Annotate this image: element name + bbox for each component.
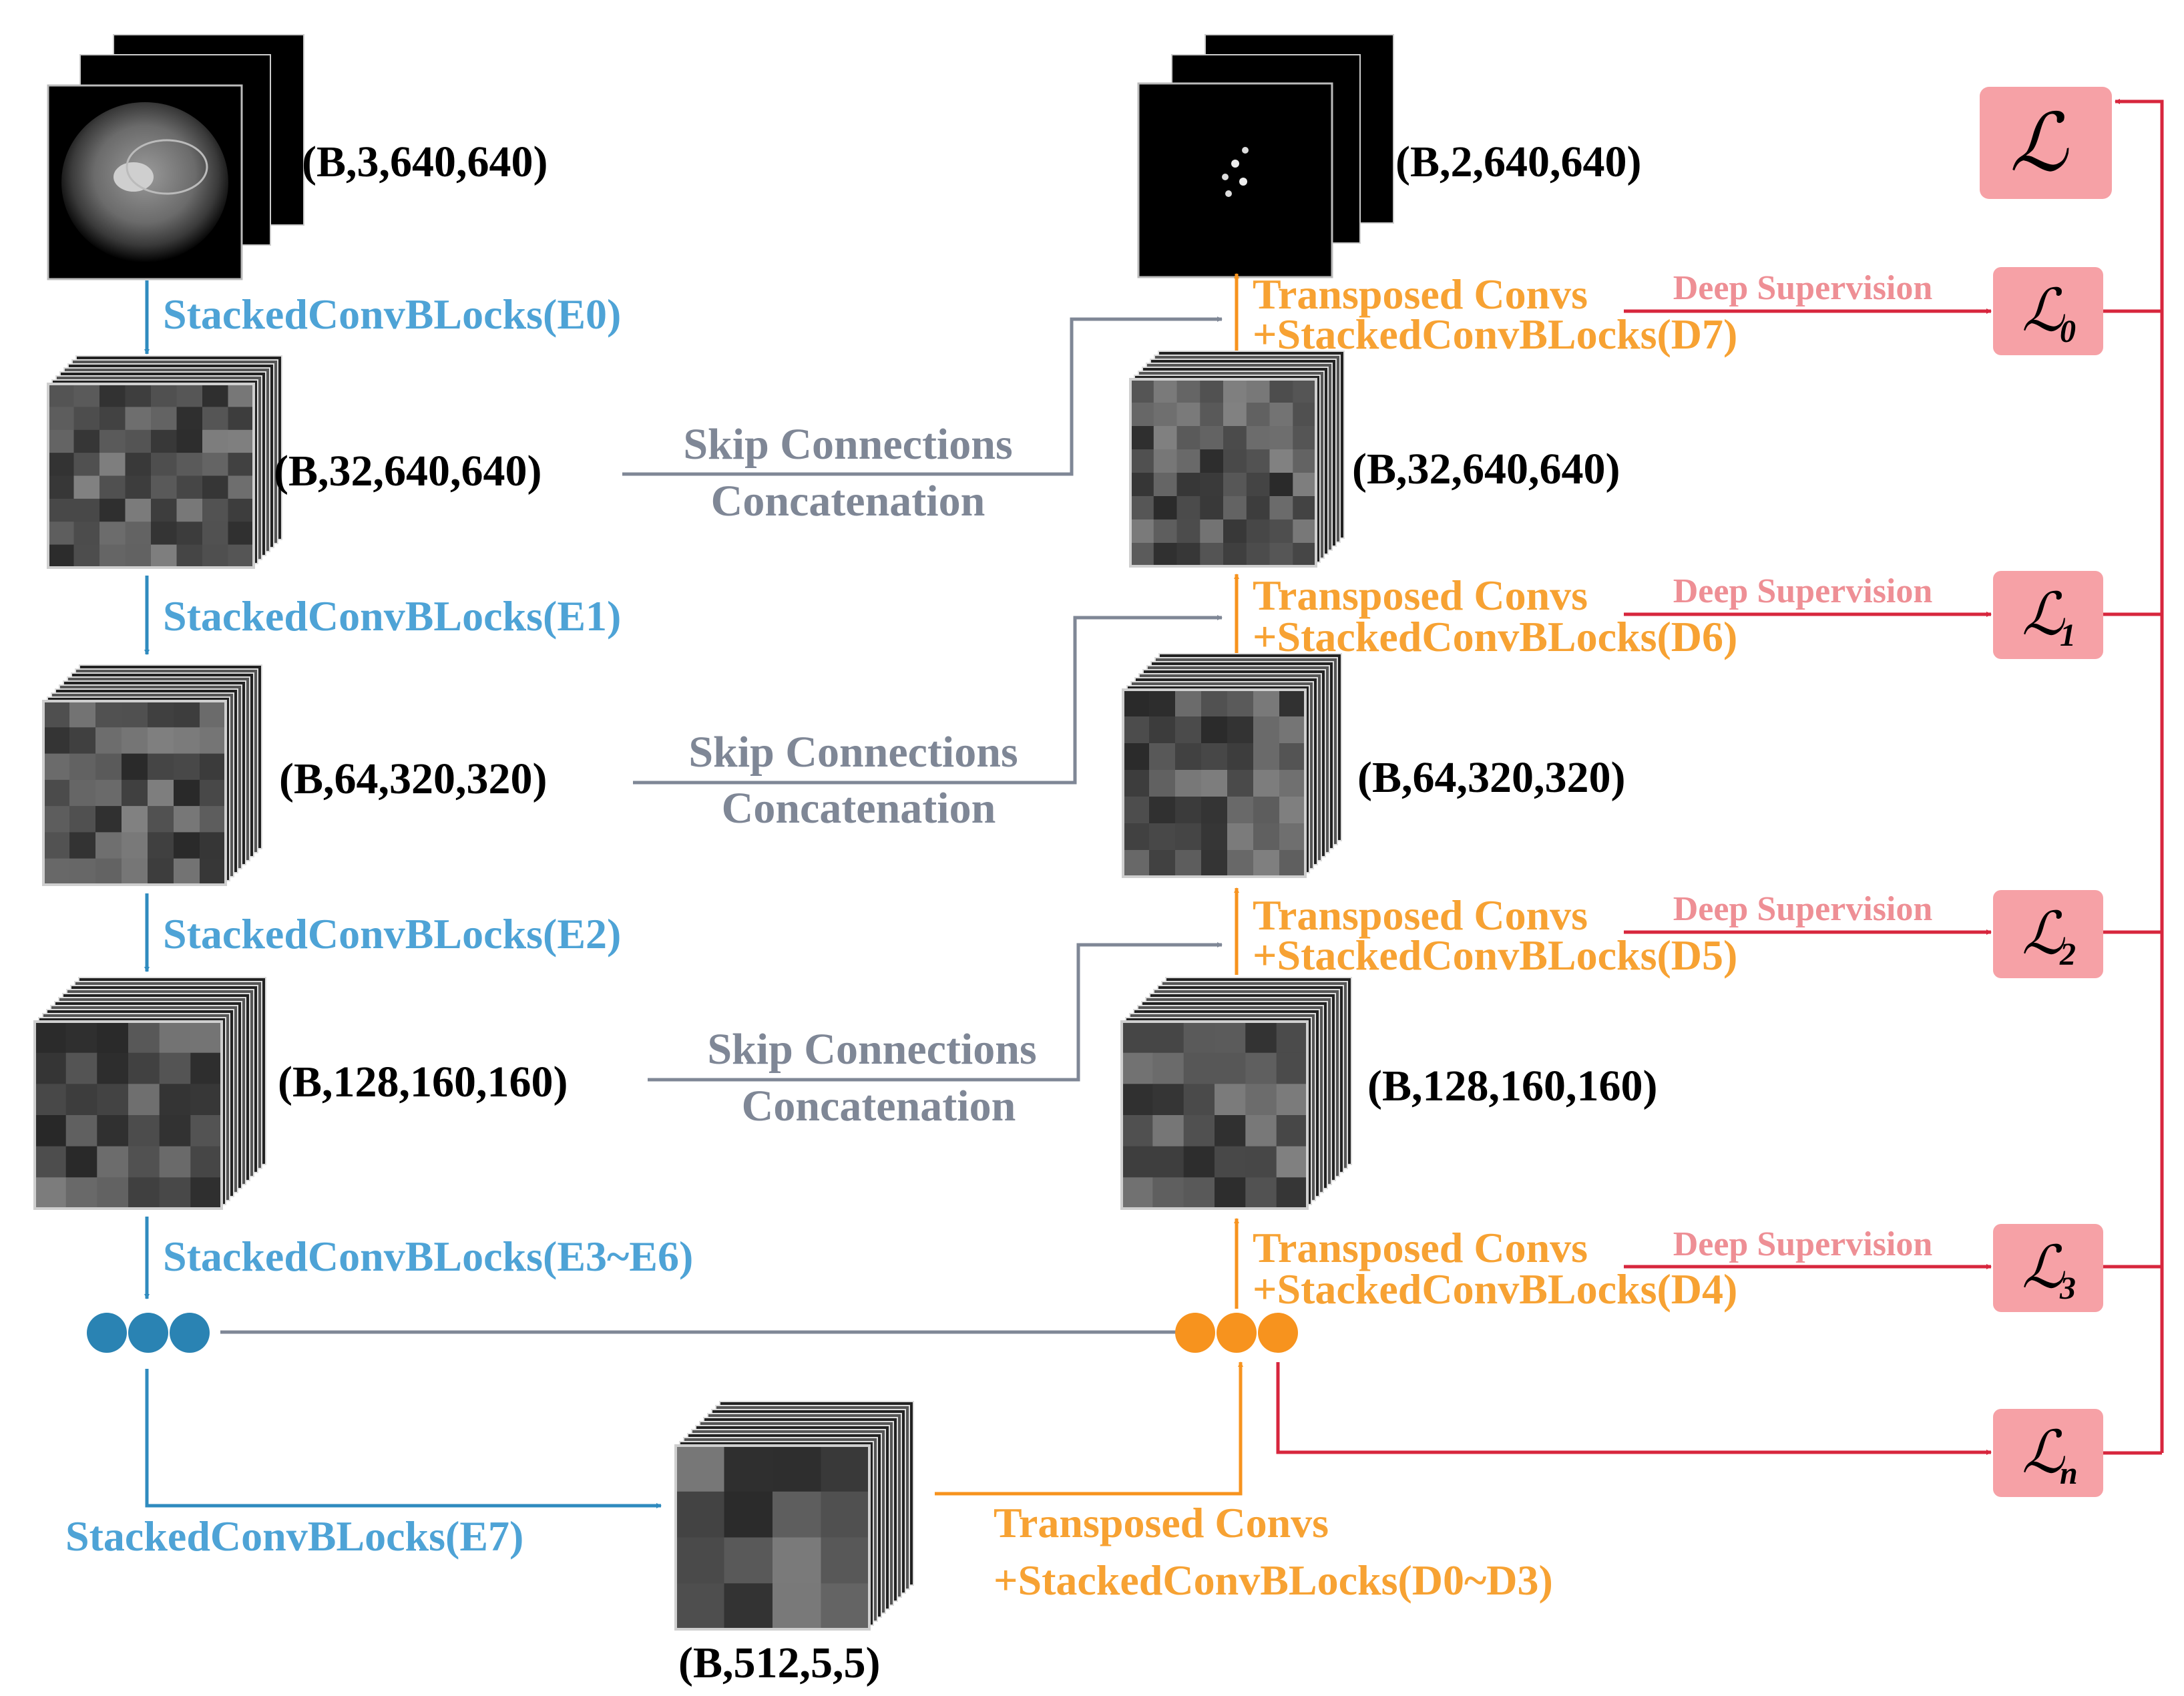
- bottleneck-feature-map: [674, 1401, 914, 1631]
- loss-n-symbol: ℒ: [2022, 1421, 2065, 1486]
- encoder-ellipsis-dots: [87, 1313, 210, 1353]
- encoder-block-e1-label: StackedConvBLocks(E1): [163, 592, 621, 640]
- deep-supervision-label-3: Deep Supervision: [1673, 1225, 1933, 1263]
- deep-supervision-label-0: Deep Supervision: [1673, 269, 1933, 307]
- encoder-block-e3-e6-label: StackedConvBLocks(E3~E6): [163, 1233, 693, 1280]
- loss-2-subscript: 2: [2059, 937, 2076, 972]
- decoder-d0-d3-label-line2: +StackedConvBLocks(D0~D3): [994, 1556, 1553, 1604]
- decoder-ellipsis-dots: [1175, 1313, 1298, 1353]
- loss-1-symbol: ℒ: [2022, 583, 2065, 648]
- encoder-block-e0-label: StackedConvBLocks(E0): [163, 290, 621, 338]
- skip-label-level2-line2: Concatenation: [742, 1082, 1016, 1130]
- deep-supervision-arrow-n: [1276, 1362, 1992, 1455]
- input-image-stack: [47, 34, 304, 280]
- total-loss-box: ℒ: [1980, 87, 2112, 199]
- loss-box-2: ℒ 2: [1993, 890, 2103, 978]
- decoder-d5-label-line1: Transposed Convs: [1253, 891, 1588, 939]
- encoder-block-e7-label: StackedConvBLocks(E7): [65, 1512, 523, 1560]
- skip-label-level1-line2: Concatenation: [722, 784, 996, 833]
- loss-box-0: ℒ 0: [1993, 267, 2103, 355]
- input-shape-label: (B,3,640,640): [302, 138, 548, 186]
- skip-arrow-level1: [633, 615, 1223, 785]
- segmentation-output-image: [1137, 82, 1333, 278]
- loss-1-subscript: 1: [2060, 618, 2076, 653]
- decoder-d4-label-line2: +StackedConvBLocks(D4): [1253, 1265, 1737, 1313]
- loss-box-n: ℒ n: [1993, 1409, 2103, 1497]
- output-image-stack: [1137, 34, 1394, 278]
- arrow-d0-d3: [935, 1361, 1243, 1496]
- feature-map-d5: [1120, 977, 1352, 1210]
- deep-supervision-label-1: Deep Supervision: [1673, 572, 1933, 610]
- feature-map-e0: [47, 355, 282, 569]
- decoder-d7-label-line2: +StackedConvBLocks(D7): [1253, 310, 1737, 358]
- total-loss-symbol: ℒ: [2010, 99, 2069, 188]
- decoder-d5-label-line2: +StackedConvBLocks(D5): [1253, 931, 1737, 979]
- decoder-d6-label-line2: +StackedConvBLocks(D6): [1253, 613, 1737, 660]
- loss-0-subscript: 0: [2060, 314, 2076, 349]
- e1-shape-label: (B,64,320,320): [279, 755, 547, 803]
- d6-shape-label: (B,64,320,320): [1357, 753, 1625, 802]
- feature-map-d6: [1122, 653, 1342, 878]
- encoder-block-e2-label: StackedConvBLocks(E2): [163, 910, 621, 958]
- loss-0-symbol: ℒ: [2022, 279, 2065, 344]
- loss-n-subscript: n: [2060, 1456, 2078, 1491]
- output-shape-label: (B,2,640,640): [1395, 138, 1641, 186]
- loss-3-symbol: ℒ: [2022, 1236, 2065, 1301]
- decoder-d4-label-line1: Transposed Convs: [1253, 1224, 1588, 1271]
- skip-label-level1-line1: Skip Connections: [688, 728, 1018, 777]
- loss-3-subscript: 3: [2059, 1271, 2076, 1306]
- e0-shape-label: (B,32,640,640): [274, 447, 541, 495]
- decoder-d7-label-line1: Transposed Convs: [1253, 270, 1588, 318]
- skip-label-level0-line1: Skip Connections: [683, 420, 1012, 469]
- skip-arrow-level0: [622, 316, 1223, 476]
- bottleneck-shape-label: (B,512,5,5): [678, 1639, 880, 1687]
- d7-shape-label: (B,32,640,640): [1352, 445, 1620, 493]
- loss-2-symbol: ℒ: [2022, 902, 2065, 967]
- skip-label-level2-line1: Skip Connections: [707, 1025, 1036, 1074]
- skip-arrow-level2: [648, 942, 1223, 1082]
- deep-supervision-label-2: Deep Supervision: [1673, 890, 1933, 928]
- feature-map-e2: [33, 977, 266, 1210]
- feature-map-d7: [1129, 351, 1345, 568]
- decoder-d0-d3-label-line1: Transposed Convs: [994, 1499, 1329, 1546]
- loss-box-1: ℒ 1: [1993, 571, 2103, 659]
- loss-box-3: ℒ 3: [1993, 1224, 2103, 1312]
- e2-shape-label: (B,128,160,160): [278, 1058, 568, 1106]
- skip-label-level0-line2: Concatenation: [711, 477, 986, 525]
- decoder-d6-label-line1: Transposed Convs: [1253, 572, 1588, 619]
- feature-map-e1: [42, 664, 262, 886]
- arrow-e7: [145, 1369, 662, 1508]
- d5-shape-label: (B,128,160,160): [1367, 1062, 1657, 1110]
- loss-aggregation-arrow: [2103, 99, 2164, 313]
